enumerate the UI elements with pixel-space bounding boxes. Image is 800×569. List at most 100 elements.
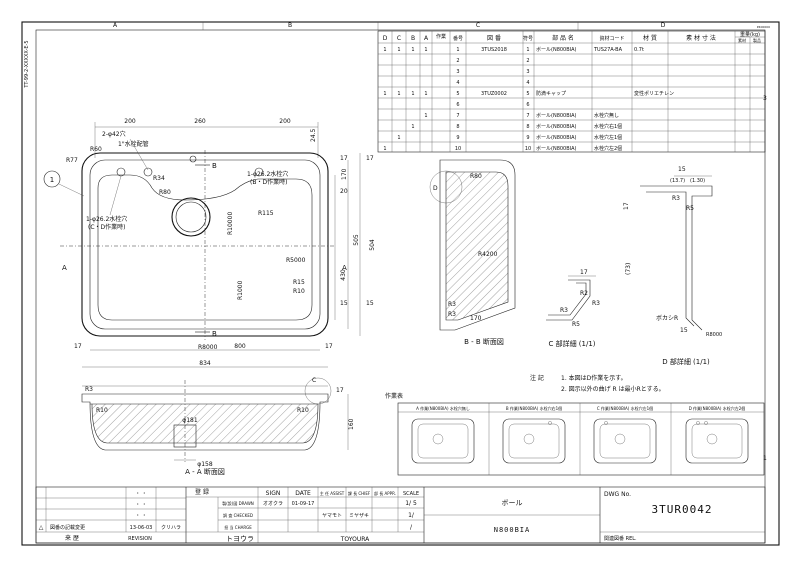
dim-800: 800 [234,343,246,350]
notes-heading: 注 記 [530,374,544,382]
assist-name: ヤマモト [322,513,342,519]
corner-stamp: P400000 [757,25,770,29]
zone-b: B [288,22,292,29]
d-d17: 17 [623,202,630,210]
aa-r10-right: R10 [297,407,309,414]
scale-3: / [410,524,413,531]
detail-d: 15 (13.7) (1.30) 17 (73) R3 R5 R8000 15 … [623,166,722,366]
th-sym: 符号 [523,35,533,42]
row-part-name: ボール(N800BIA) [536,145,577,152]
plan-view: 1 200 260 200 2-φ42穴 1"水栓配管 1-φ26.2水栓穴 (… [43,118,376,368]
d-title: D 部詳細 (1/1) [662,357,710,366]
row-drawing-no: 3TUS2018 [481,47,507,53]
row-number: 9 [456,135,459,141]
bb-r80: R80 [470,173,482,180]
dim-505: 505 [353,234,360,246]
rev-mark: △ [39,524,44,531]
row-flag: 1 [411,91,414,97]
dim-200-left: 200 [124,118,136,125]
zone-1: 1 [763,455,767,462]
work-table: 作業表 A 作業(N800BIA) 水栓穴無し B 作業(N800BIA) 水栓… [385,392,765,476]
c-r2: R2 [580,290,588,297]
th-code: 資材コード [599,35,624,42]
margin-note: TT-99-2-XXXXX-E-5 [24,40,30,88]
d-d13-7: (13.7) [670,178,685,184]
row-symbol: 9 [526,135,529,141]
row-symbol: 1 [526,47,529,53]
work-col-a: A 作業(N800BIA) 水栓穴無し [416,405,470,411]
th-name: 部 品 名 [552,34,574,42]
radius-r115: R115 [258,210,274,217]
row-flag: 1 [424,113,427,119]
faucet-pipe [189,155,197,163]
scale-label: SCALE [403,491,419,497]
row-symbol: 5 [526,91,529,97]
row-number: 4 [456,80,459,86]
bowl-basin [97,174,313,321]
row-flag: 1 [411,47,414,53]
row-number: 8 [456,124,459,130]
row-symbol: 3 [526,69,529,75]
row-symbol: 8 [526,124,529,130]
title-block: ・ ・ ・ ・ ・ ・ △ 図番の記載変更 13-06-03 クリハラ 来 歴 … [35,486,766,544]
faucet-hole-2 [143,167,153,177]
row-flag: 1 [424,91,427,97]
row-material-code: 水栓穴右1個 [594,123,622,130]
part-name: ボール [502,499,523,507]
radius-r77: R77 [66,157,78,164]
row-material: 0.7t [634,47,644,53]
c-r5: R5 [572,321,580,328]
dim-15-a: 15 [340,300,348,307]
dim-17-b: 17 [366,155,374,162]
row-part-name: ボール(N800BIA) [536,46,577,53]
th-drawing: 図 番 [487,35,501,42]
item-balloon [43,170,61,188]
row-part-name: ボール(N800BIA) [536,112,577,119]
charge-label: 担 当 CHARGE [224,524,252,530]
radius-r34: R34 [153,175,165,182]
note-hole-cd-cond: (C・D作業時) [88,223,126,231]
row-drawing-no: 3TUZ0002 [481,91,507,97]
faucet-hole-3 [254,167,264,177]
aa-c-mark: C [312,377,316,384]
drawn-date: 01-09-17 [292,501,315,507]
dim-260: 260 [194,118,206,125]
th-weight-product: 製品 [753,37,761,43]
th-c: C [397,35,401,42]
outer-frame [21,21,780,546]
dim-200-right: 200 [279,118,291,125]
aa-r3: R3 [85,386,93,393]
work-sketch-d [685,418,749,464]
radius-r8000: R8000 [198,344,218,351]
d-d15: 15 [678,166,686,173]
work-table-heading: 作業表 [385,392,403,400]
section-b-top: B [212,162,217,170]
dim-17-left: 17 [74,343,82,350]
chief-name: ミヤザキ [349,513,369,519]
part-code: N800BIA [494,526,531,534]
row-symbol: 2 [526,58,529,64]
row-number: 2 [456,58,459,64]
work-sketch-a [411,418,475,464]
scale-2: 1/ [408,512,415,519]
radius-r80: R80 [159,189,171,196]
row-symbol: 10 [525,146,531,152]
work-col-c: C 作業(N800BIA) 水栓穴左1個 [597,405,653,411]
work-sketch-b [502,418,566,464]
th-material: 材 質 [643,34,657,42]
note-hole-cd: 1-φ26.2水栓穴 [86,215,127,223]
related-label: 関連図番 REL. [604,535,637,542]
row-flag: 1 [383,47,386,53]
note-2: 2. 図示以外の曲げ R は最小Rとする。 [561,385,665,393]
item-balloon-number: 1 [50,176,54,184]
row-symbol: 4 [526,80,529,86]
rev-text: 図番の記載変更 [50,524,85,531]
reg-label: 登 録 [195,488,209,496]
radius-r10: R10 [293,288,305,295]
radius-r60: R60 [90,146,102,153]
note-pipe: 1"水栓配管 [118,140,149,148]
row-number: 7 [456,113,459,119]
note-hole-bd-cond: (B・D作業時) [250,178,287,186]
row-flag: 1 [411,124,414,130]
